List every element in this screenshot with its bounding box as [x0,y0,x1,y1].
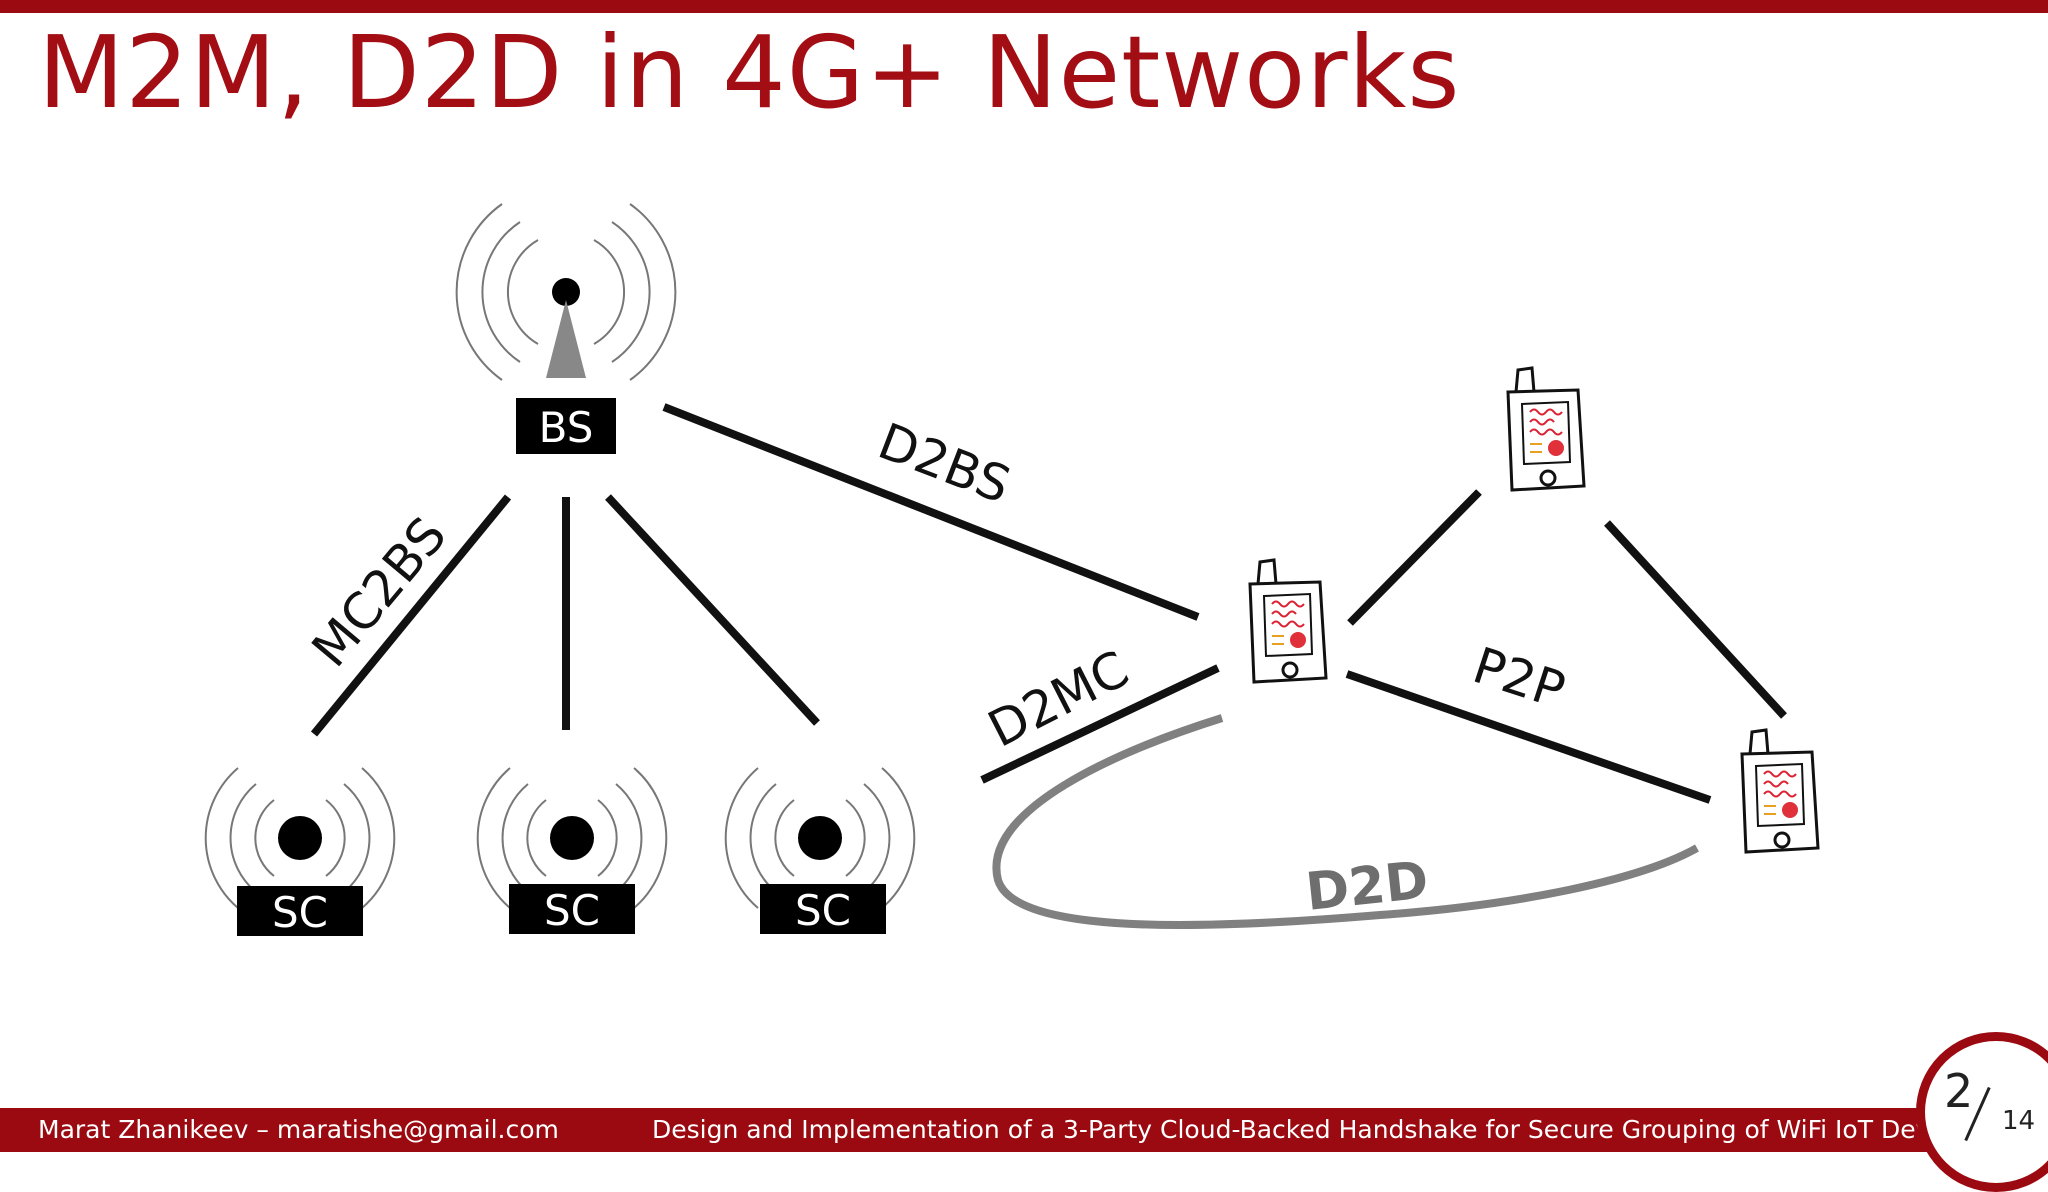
footer-author: Marat Zhanikeev – maratishe@gmail.com [38,1115,559,1144]
link-d2bs [662,403,1200,621]
bs-label: BS [539,403,594,452]
link-d2mc [980,664,1220,784]
footer-talk-title: Design and Implementation of a 3-Party C… [652,1115,1980,1144]
label-d2d: D2D [1303,850,1431,922]
phone-device-icon [1248,558,1328,684]
base-station: BS [455,203,677,454]
page-current: 2 [1944,1064,1974,1118]
network-diagram: BS SC SC SC MC2BS D2BS D2MC P2P D2D [204,203,1820,937]
sc-label: SC [795,886,851,935]
sc-label: SC [544,886,600,935]
phone-device-icon [1740,728,1820,854]
small-cell-3: SC [724,767,916,935]
d2d-curve [992,714,1699,930]
link-bs-sc3 [605,494,820,726]
link-bs-sc1 [310,494,512,737]
small-cell-2: SC [476,767,668,935]
footer-bar [0,1108,2048,1152]
small-cell-1: SC [204,767,396,937]
connection-lines [310,403,1787,804]
page-total: 14 [2002,1106,2036,1136]
link-p2p [1345,670,1712,804]
slide-title: M2M, D2D in 4G+ Networks [38,14,1461,131]
phone-device-icon [1506,366,1586,492]
link-dev-top-right [1604,520,1787,719]
sc-label: SC [272,888,328,937]
link-dev-top-left [1347,489,1482,626]
label-p2p: P2P [1466,636,1572,720]
top-accent-bar [0,0,2048,13]
